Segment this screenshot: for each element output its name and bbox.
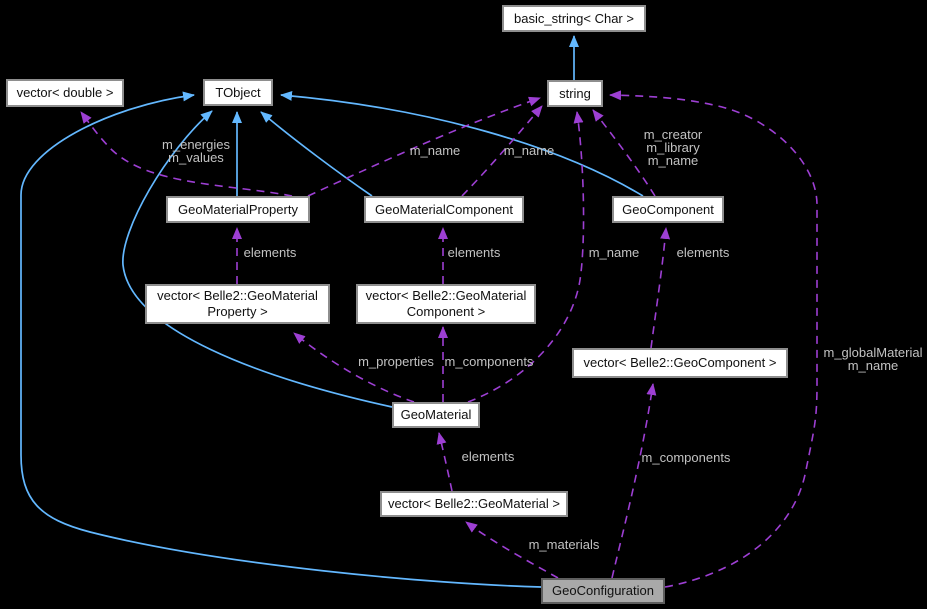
class-node-geomaterialproperty[interactable]: GeoMaterialProperty <box>166 196 310 223</box>
class-node-string[interactable]: string <box>547 80 603 107</box>
edge-label-name-property: m_name <box>409 143 461 158</box>
class-node-tobject-label: TObject <box>215 84 261 100</box>
class-node-geoconfiguration-label: GeoConfiguration <box>552 583 654 598</box>
class-node-geocomponent[interactable]: GeoComponent <box>612 196 724 223</box>
edge-label-properties: m_properties <box>358 354 434 369</box>
inheritance-edge-geoconfiguration-tobject <box>20 91 542 588</box>
edge-label-creator-library-name: m_creator m_library m_name <box>643 127 703 168</box>
class-node-geomaterial-label: GeoMaterial <box>400 407 472 422</box>
usage-edge-elements-geocomponent <box>650 227 671 349</box>
class-node-geomaterialproperty-label: GeoMaterialProperty <box>178 201 298 217</box>
edge-label-energies-values: m_energies m_values <box>162 137 230 165</box>
class-node-string-label: string <box>559 85 591 101</box>
class-node-vector-geomaterial[interactable]: vector< Belle2::GeoMaterial > <box>380 491 568 517</box>
usage-edge-energies-values <box>80 111 293 197</box>
class-node-geocomponent-label: GeoComponent <box>622 201 714 217</box>
edge-label-components-config: m_components <box>641 450 731 465</box>
edge-label-elements-component: elements <box>447 245 501 260</box>
class-node-vector-geomaterialcomponent-line2: Component > <box>406 304 486 319</box>
class-node-vector-geomaterialproperty-line1: vector< Belle2::GeoMaterial <box>157 288 318 303</box>
edge-label-materials: m_materials <box>528 537 600 552</box>
edge-label-components-material: m_components <box>444 354 534 369</box>
usage-edge-components-config <box>611 383 657 579</box>
class-node-geoconfiguration-current: GeoConfiguration <box>541 578 665 604</box>
class-node-vector-geomaterialcomponent[interactable]: vector< Belle2::GeoMaterial Component > <box>356 284 536 324</box>
class-node-basic-string-label: basic_string< Char > <box>514 10 634 26</box>
inheritance-edge-geocomponent-tobject <box>280 90 644 197</box>
edge-label-elements-geocomponent: elements <box>676 245 730 260</box>
class-node-geomaterial[interactable]: GeoMaterial <box>392 402 480 428</box>
class-node-basic-string[interactable]: basic_string< Char > <box>502 5 646 32</box>
usage-edge-globalmaterial-name <box>609 90 818 588</box>
class-node-vector-geomaterialcomponent-line1: vector< Belle2::GeoMaterial <box>365 288 527 303</box>
usage-edge-name-from-property <box>307 96 541 197</box>
class-node-vector-geocomponent[interactable]: vector< Belle2::GeoComponent > <box>572 348 788 378</box>
inheritance-edge-geomaterial-tobject <box>122 110 393 408</box>
class-node-geomaterialcomponent[interactable]: GeoMaterialComponent <box>364 196 524 223</box>
inheritance-edge-geomaterialcomponent-tobject <box>260 111 373 197</box>
class-node-vector-double[interactable]: vector< double > <box>6 79 124 107</box>
class-node-vector-geomaterial-label: vector< Belle2::GeoMaterial > <box>388 496 560 511</box>
usage-edge-name-from-component <box>461 105 543 197</box>
class-node-vector-geomaterialproperty-line2: Property > <box>207 304 268 319</box>
class-node-vector-double-label: vector< double > <box>16 85 114 100</box>
class-node-vector-geocomponent-label: vector< Belle2::GeoComponent > <box>583 355 777 370</box>
class-node-vector-geomaterialproperty[interactable]: vector< Belle2::GeoMaterial Property > <box>145 284 330 324</box>
class-node-geomaterialcomponent-label: GeoMaterialComponent <box>374 201 514 217</box>
edge-label-name-component: m_name <box>503 143 555 158</box>
edge-label-globalmaterial-name: m_globalMaterial m_name <box>823 345 923 373</box>
class-node-tobject[interactable]: TObject <box>203 79 273 106</box>
usage-edge-creator-library-name <box>592 109 656 197</box>
edge-label-elements-property: elements <box>243 245 297 260</box>
edge-label-elements-material: elements <box>461 449 515 464</box>
usage-edge-elements-geomaterial <box>436 432 453 492</box>
edge-label-name-material: m_name <box>588 245 640 260</box>
usage-edge-name-from-material <box>467 111 585 403</box>
